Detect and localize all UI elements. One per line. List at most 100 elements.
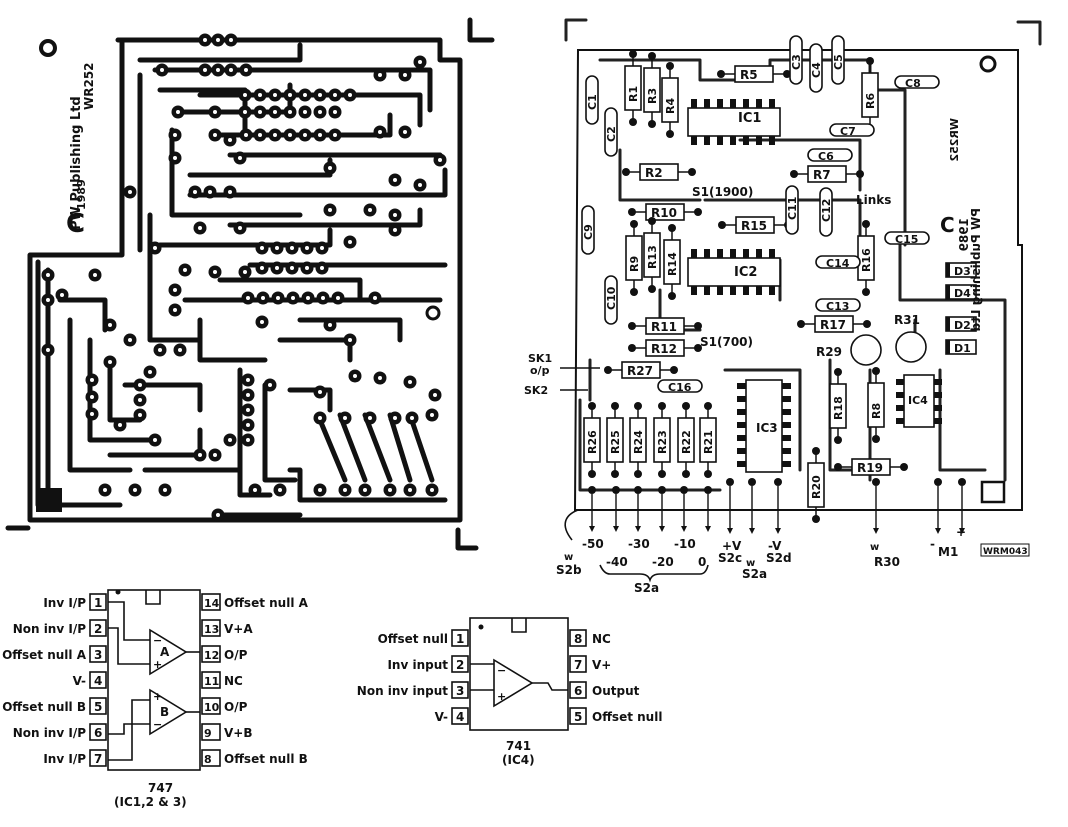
capacitor-c8: C8 — [894, 75, 940, 90]
resistor-r18: R18 — [829, 368, 847, 444]
resistor-r26: R26 — [583, 402, 601, 478]
mirrored-publisher: PW Publishing Ltd — [969, 208, 983, 331]
sk2-label: SK2 — [524, 384, 548, 397]
s2d-label: S2d — [766, 551, 792, 565]
capacitor-c10: C10 — [604, 275, 618, 325]
resistor-label: R19 — [857, 461, 883, 475]
range-value-label: -40 — [606, 555, 628, 569]
diode-d4: D4 — [945, 284, 977, 300]
resistor-label: R17 — [820, 318, 846, 332]
ic747-right-pin-number: 10 — [204, 701, 220, 714]
ic4-body — [903, 374, 935, 428]
s2a-wiper-mark: w — [746, 558, 755, 569]
ic747-caption: (IC1,2 & 3) — [114, 795, 187, 809]
resistor-label: R26 — [586, 430, 599, 454]
diode-d1: D1 — [945, 339, 977, 355]
ic747-left-pin-label: Inv I/P — [43, 752, 86, 766]
range-value-label: 0 — [698, 555, 706, 569]
svg-text:−: − — [497, 664, 506, 677]
resistor-r1: R1 — [624, 50, 642, 126]
resistor-r27: R27 — [604, 361, 678, 379]
resistor-label: R12 — [651, 342, 677, 356]
opamp-a-triangle — [149, 628, 188, 676]
ic747-right-pin-number: 12 — [204, 649, 219, 662]
resistor-label: R11 — [651, 320, 677, 334]
diode-d2: D2 — [945, 316, 977, 332]
s2b-wiper-mark: w — [564, 552, 573, 563]
ic741-right-pin-label: V+ — [592, 658, 611, 672]
ic741-caption: (IC4) — [502, 753, 535, 767]
sk1-label: SK1 — [528, 352, 552, 365]
ic741-right-pin-number: 6 — [574, 684, 582, 698]
resistor-r7: R7 — [790, 165, 864, 183]
ic747-right-pin-label: O/P — [224, 700, 248, 714]
svg-text:−: − — [153, 634, 162, 647]
r30-wiper-mark: w — [870, 542, 879, 553]
supply-pos-label: +V — [722, 539, 742, 553]
resistor-r3: R3 — [643, 52, 661, 128]
resistor-label: R7 — [813, 168, 831, 182]
resistor-r23: R23 — [653, 402, 671, 478]
resistor-r6: R6 — [861, 57, 879, 133]
resistor-r2: R2 — [622, 163, 696, 181]
m1-label: M1 — [938, 545, 958, 559]
resistor-label: R5 — [740, 68, 758, 82]
mirrored-year: 1989 — [957, 218, 971, 251]
ic741-right-pin-number: 5 — [574, 710, 582, 724]
ic747-part-label: 747 — [148, 781, 173, 795]
ic747-left-pin-label: Non inv I/P — [13, 622, 87, 636]
diode-d3: D3 — [945, 262, 977, 278]
mounting-hole-icon — [425, 305, 441, 321]
capacitor-c4: C4 — [809, 43, 823, 93]
ic741-left-pin-label: V- — [435, 710, 448, 724]
ic741-right-pin-number: 8 — [574, 632, 582, 646]
capacitor-c1: C1 — [585, 75, 599, 125]
links-label: Links — [856, 193, 891, 207]
foil-pads — [41, 33, 447, 522]
capacitor-label: C6 — [818, 150, 834, 163]
capacitor-c11: C11 — [785, 185, 799, 235]
ic747-right-pin-label: NC — [224, 674, 243, 688]
s2a-range-label: S2a — [634, 581, 659, 595]
r30-label: R30 — [874, 555, 900, 569]
ic747-right-pin-label: O/P — [224, 648, 248, 662]
ic741-part-label: 741 — [506, 739, 531, 753]
ic741-left-pin-number: 4 — [456, 710, 464, 724]
resistor-label: R15 — [741, 219, 767, 233]
ic4-label: IC4 — [908, 394, 928, 407]
resistor-r5: R5 — [717, 65, 791, 83]
ic747-left-pin-label: Offset null A — [2, 648, 87, 662]
svg-text:+: + — [153, 658, 162, 671]
ic741-right-pin-number: 7 — [574, 658, 582, 672]
ic2-body — [687, 257, 781, 287]
layout-labels: IC1 IC2 IC3 IC4 R29 R31 S1(1900) S1(700)… — [524, 111, 1030, 595]
foil-year: 1989 — [75, 179, 88, 210]
range-value-label: -30 — [628, 537, 650, 551]
ic747-right-pin-label: Offset null A — [224, 596, 309, 610]
resistor-label: R25 — [609, 430, 622, 454]
ic747-right-pin-label: V+A — [224, 622, 253, 636]
ic747-left-pin-label: V- — [73, 674, 86, 688]
resistor-label: R4 — [664, 98, 677, 114]
resistor-label: R24 — [632, 430, 645, 454]
sk1-sub-label: o/p — [530, 364, 550, 377]
ic747-left-pin-number: 4 — [94, 674, 102, 688]
ic741-left-pin-number: 1 — [456, 632, 464, 646]
ic747-left-pin-number: 7 — [94, 752, 102, 766]
ic747-left-pin-label: Inv I/P — [43, 596, 86, 610]
svg-text:+: + — [497, 690, 506, 703]
capacitor-label: C10 — [605, 286, 618, 310]
resistor-r20: R20 — [807, 447, 825, 523]
opamp-a-label: A — [160, 645, 170, 659]
ic741-pinout: − + 741 (IC4) — [469, 617, 569, 767]
opamp-b-label: B — [160, 705, 169, 719]
diode-label: D1 — [954, 342, 971, 355]
s2a-label: S2a — [742, 567, 767, 581]
ic747-left-pin-number: 6 — [94, 726, 102, 740]
layout-mirrored-text: 1989 PW Publishing Ltd WR252 — [948, 118, 983, 331]
resistor-r25: R25 — [606, 402, 624, 478]
ic741-right-pin-label: NC — [592, 632, 611, 646]
